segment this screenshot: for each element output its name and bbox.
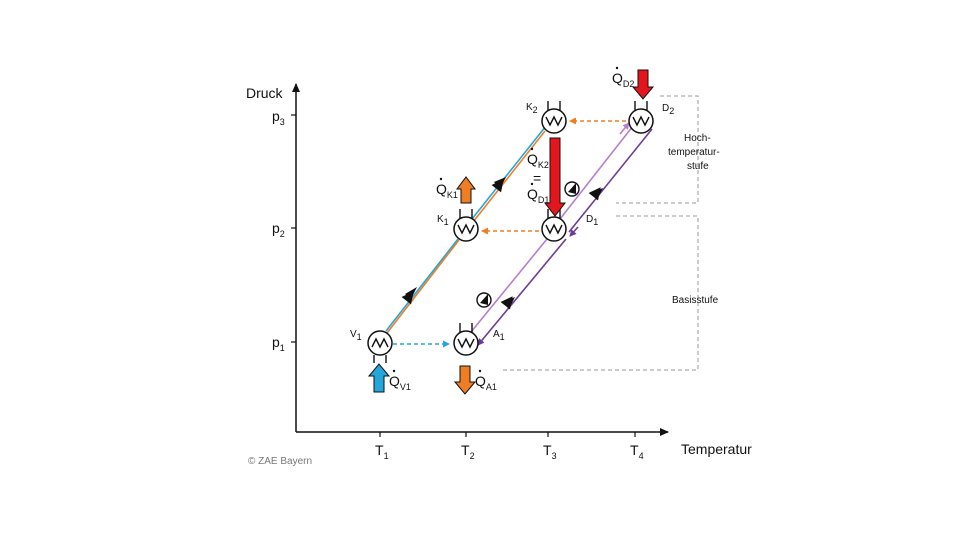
high-stage-label-1: Hoch- (684, 133, 711, 144)
line-v1-k1-cyan (385, 238, 459, 332)
heat-in-arrow-icon (367, 363, 391, 393)
x-tick-label-t4: T4 (630, 442, 644, 461)
q-k2-text: QK2 (527, 151, 549, 170)
q-a1-text: QA1 (475, 373, 497, 392)
q-d2-text: QD2 (612, 70, 634, 89)
q-d1-text: QD1 (527, 186, 549, 205)
label-d1: D1 (586, 214, 598, 227)
high-stage-label-2: temperatur- (668, 147, 720, 158)
heat-exchangers (367, 101, 654, 363)
label-v1: V1 (350, 329, 362, 342)
expansion-valves (405, 177, 603, 309)
heat-exchanger-k2 (541, 101, 567, 134)
coil-icon (545, 115, 563, 127)
dot-icon (530, 182, 534, 186)
heat-exchanger-v1 (367, 330, 393, 363)
x-tick-label-t3: T3 (543, 442, 557, 461)
arrow-purple-to-d1 (569, 226, 579, 237)
bracket-base-stage (500, 215, 699, 371)
dot-icon (530, 147, 534, 151)
label-q-k1: QK1 (436, 177, 458, 200)
heat-exchanger-icon (541, 108, 567, 134)
pump-triangle-icon (480, 294, 488, 305)
pump-triangle-icon (568, 183, 576, 194)
heat-exchanger-k1 (453, 209, 479, 242)
heat-exchanger-icon (453, 216, 479, 242)
coil-icon (457, 337, 475, 349)
internal-heat-arrow-icon (543, 137, 567, 217)
line-k2-k1-orange (472, 130, 546, 223)
label-q-d2: QD2 (612, 66, 634, 89)
copyright-notice: © ZAE Bayern (248, 456, 312, 467)
line-d1-a1-purple-dark (477, 238, 567, 346)
label-q-v1: QV1 (389, 369, 411, 392)
heat-in-arrow-icon (631, 69, 655, 100)
heat-exchanger-d2 (628, 101, 654, 134)
label-q-d1: QD1 (527, 182, 549, 205)
coil-icon (632, 115, 650, 127)
pump-2 (476, 292, 492, 308)
heat-flow-labels: QV1 QA1 QK1 QD2 QK2 = QD1 (389, 66, 634, 392)
bracket-high-stage (616, 95, 699, 204)
high-stage-label-3: stufe (687, 161, 709, 172)
expansion-valves-2 (401, 179, 601, 310)
line-k1-k2-cyan (471, 125, 547, 220)
expansion-valve-icon (588, 187, 601, 201)
heat-exchanger-a1 (453, 323, 479, 356)
coil-icon (371, 337, 389, 349)
arrow-purple-to-d2 (619, 122, 630, 135)
line-k1-v1-orange (386, 239, 460, 334)
label-d2: D2 (662, 103, 674, 116)
label-q-a1: QA1 (475, 369, 497, 392)
y-axis-label: Druck (246, 85, 284, 101)
equals-sign: = (533, 170, 541, 186)
label-q-k2: QK2 (527, 147, 549, 170)
label-k2: K2 (526, 102, 538, 115)
stage-labels: Hoch- temperatur- stufe Basisstufe (668, 133, 720, 306)
q-v1-text: QV1 (389, 373, 411, 392)
line-a1-d1-purple-light (470, 238, 548, 333)
heat-exchanger-icon (367, 330, 393, 356)
component-labels: V1 A1 K1 D1 K2 D2 (350, 102, 674, 342)
axes: Druck Temperatur p3 p2 p1 T1 T2 T3 T4 (246, 83, 752, 461)
base-stage-label: Basisstufe (672, 295, 719, 306)
x-axis-label: Temperatur (681, 441, 752, 457)
x-tick-label-t2: T2 (461, 442, 475, 461)
x-tick-label-t1: T1 (375, 442, 389, 461)
heat-out-arrow-icon (456, 176, 476, 204)
heat-flow-arrows (367, 69, 655, 395)
heat-out-arrow-icon (453, 365, 477, 395)
heat-exchanger-icon (628, 108, 654, 134)
dot-icon (615, 66, 619, 70)
label-k1: K1 (437, 214, 449, 227)
q-k1-text: QK1 (436, 181, 458, 200)
y-tick-label-p1: p1 (272, 334, 285, 353)
coil-icon (545, 223, 563, 235)
line-d1-d2-purple-light (559, 125, 634, 220)
y-tick-label-p3: p3 (272, 108, 285, 127)
dot-icon (439, 177, 443, 181)
stage-brackets (500, 95, 699, 371)
dot-icon (392, 369, 396, 373)
expansion-valve-icon (491, 179, 504, 193)
expansion-valve-icon (500, 296, 513, 310)
heat-exchanger-d1 (541, 209, 567, 242)
y-tick-label-p2: p2 (272, 220, 285, 239)
line-d2-d1-purple-dark (568, 128, 653, 233)
expansion-valve-icon (401, 291, 414, 305)
heat-exchanger-icon (541, 216, 567, 242)
heat-exchanger-icon (453, 330, 479, 356)
pump-1 (564, 181, 580, 197)
dot-icon (478, 369, 482, 373)
cycle-lines (385, 117, 653, 348)
coil-icon (457, 223, 475, 235)
label-a1: A1 (493, 329, 505, 342)
